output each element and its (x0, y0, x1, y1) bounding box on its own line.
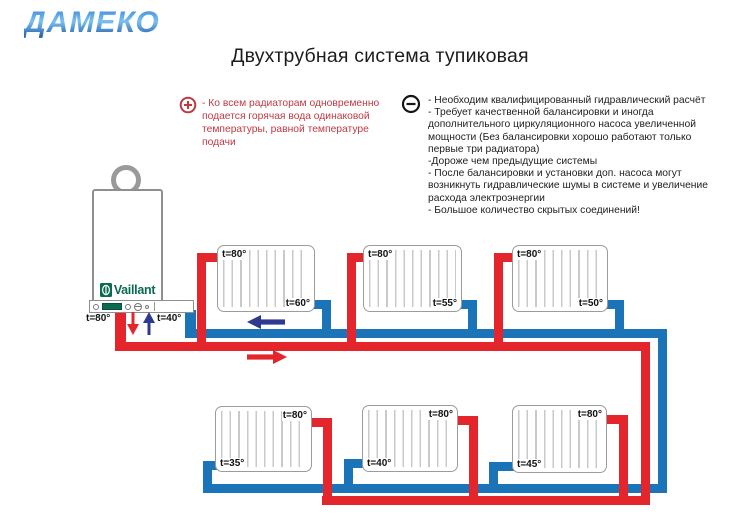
supply-main-bottom-pipe (322, 496, 650, 505)
radiator-inlet-temp: t=80° (576, 409, 603, 420)
radiator-top-1: t=80° t=60° (217, 245, 315, 312)
boiler-brand-label: Vaillant (113, 283, 156, 297)
minus-icon (401, 94, 421, 114)
boiler-supply-drop-pipe (115, 310, 126, 351)
radiator-bottom-1-return-drop (203, 461, 212, 493)
radiator-top-2-return-drop (468, 300, 477, 338)
radiator-bottom-2-supply-stub (457, 416, 478, 425)
radiator-inlet-temp: t=80° (281, 410, 308, 421)
vaillant-logo-icon (99, 283, 112, 297)
brand-logo: ДАМЕКО (24, 6, 160, 39)
knob-icon[interactable] (93, 303, 99, 310)
pros-item: - Ко всем радиаторам одновременно подает… (202, 98, 380, 148)
radiator-outlet-temp: t=45° (516, 459, 543, 470)
radiator-top-1-supply-riser (197, 253, 206, 351)
supply-right-drop-pipe (641, 342, 650, 505)
radiator-top-3-supply-stub (494, 253, 514, 262)
radiator-top-2-supply-stub (347, 253, 365, 262)
radiator-bottom-3: t=80° t=45° (512, 405, 607, 473)
return-main-top-pipe (185, 329, 667, 338)
radiator-top-2-supply-riser (347, 253, 356, 351)
radiator-top-2-return-stub (458, 300, 477, 309)
boiler-return-riser-pipe (185, 310, 196, 338)
return-right-drop-pipe (658, 329, 667, 493)
radiator-top-1-return-drop (322, 300, 331, 338)
knob-icon[interactable] (145, 304, 149, 309)
boiler-control-panel (89, 300, 194, 313)
radiator-outlet-temp: t=40° (366, 458, 393, 469)
radiator-top-3: t=80° t=50° (512, 245, 608, 312)
radiator-top-2: t=80° t=55° (363, 245, 462, 312)
plus-icon (179, 96, 197, 114)
radiator-bottom-3-supply-riser (619, 415, 628, 505)
radiator-top-3-supply-riser (494, 253, 503, 351)
radiator-bottom-1: t=80° t=35° (215, 406, 312, 472)
page-title: Двухтрубная система тупиковая (231, 45, 529, 67)
boiler-supply-temp: t=80° (86, 313, 111, 324)
cons-item: - После балансировки и установки доп. на… (428, 168, 708, 204)
radiator-top-3-return-drop (615, 300, 624, 338)
radiator-outlet-temp: t=35° (219, 458, 246, 469)
cons-item: - Необходим квалифицированный гидравличе… (428, 95, 706, 106)
cons-list: - Необходим квалифицированный гидравличе… (428, 95, 728, 217)
radiator-top-1-return-stub (312, 300, 331, 309)
radiator-outlet-temp: t=55° (431, 298, 458, 309)
radiator-bottom-2-return-stub (344, 459, 365, 468)
return-flow-up-arrow-icon (143, 312, 155, 335)
boiler-return-temp: t=40° (157, 313, 182, 324)
radiator-outlet-temp: t=50° (577, 298, 604, 309)
radiator-bottom-2-supply-riser (469, 416, 478, 505)
radiator-bottom-3-return-stub (489, 462, 514, 471)
panel-divider (154, 302, 156, 311)
pros-list: - Ко всем радиаторам одновременно подает… (202, 97, 400, 149)
cons-item: -Дороже чем предыдущие системы (428, 156, 598, 168)
supply-flow-right-arrow-icon (247, 350, 287, 364)
radiator-bottom-1-supply-riser (323, 418, 332, 505)
cons-item: - Требует качественной балансировки и ин… (428, 107, 696, 155)
return-flow-left-arrow-icon (247, 315, 285, 329)
radiator-inlet-temp: t=80° (427, 409, 454, 420)
radiator-bottom-1-supply-stub (311, 418, 332, 427)
supply-flow-down-arrow-icon (127, 312, 139, 335)
cons-item: - Большое количество скрытых соединений! (428, 204, 640, 216)
radiator-bottom-3-return-drop (489, 462, 498, 493)
radiator-bottom-2-return-drop (344, 459, 353, 493)
valve-icon[interactable] (134, 302, 142, 311)
return-main-bottom-pipe (203, 484, 667, 493)
radiator-inlet-temp: t=80° (221, 249, 248, 260)
radiator-outlet-temp: t=60° (284, 298, 311, 309)
boiler-display (102, 303, 122, 310)
radiator-top-1-supply-stub (197, 253, 219, 262)
radiator-top-3-return-stub (605, 300, 624, 309)
radiator-inlet-temp: t=80° (516, 249, 543, 260)
boiler: Vaillant (92, 189, 163, 308)
knob-icon[interactable] (125, 303, 131, 310)
supply-main-top-pipe (115, 342, 650, 351)
radiator-inlet-temp: t=80° (367, 249, 394, 260)
radiator-bottom-3-supply-stub (606, 415, 628, 424)
boiler-brand: Vaillant (94, 283, 161, 297)
radiator-bottom-2: t=80° t=40° (362, 405, 458, 472)
